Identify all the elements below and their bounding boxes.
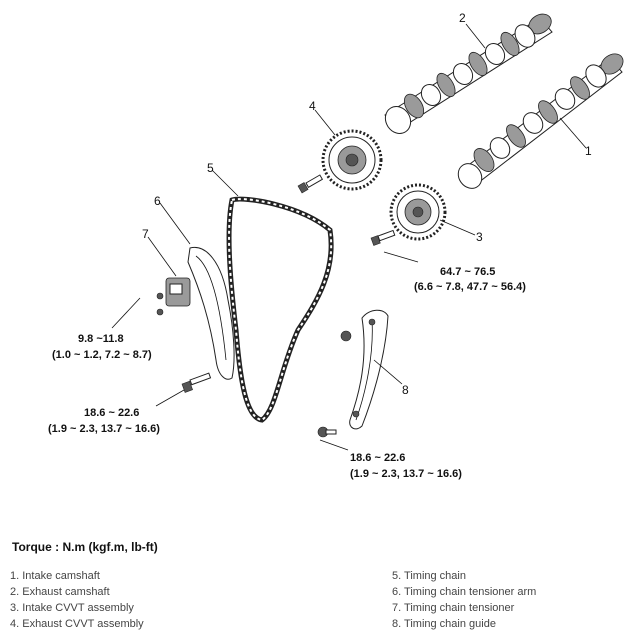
- legend-item: 1. Intake camshaft: [10, 570, 100, 582]
- timing-chain-tensioner: [156, 277, 191, 316]
- torque-intake-cvvt-line1: 64.7 ~ 76.5: [440, 266, 495, 278]
- callout-5: 5: [207, 161, 214, 175]
- timing-chain-tensioner-arm: [187, 246, 235, 380]
- cvvt-bolt-exhaust: [297, 174, 324, 194]
- legend-item: 5. Timing chain: [392, 570, 466, 582]
- torque-intake-cvvt-line2: (6.6 ~ 7.8, 47.7 ~ 56.4): [414, 281, 526, 293]
- torque-chain-guide-line2: (1.9 ~ 2.3, 13.7 ~ 16.6): [350, 468, 462, 480]
- parts-legend-left: 1. Intake camshaft 2. Exhaust camshaft 3…: [10, 568, 144, 632]
- torque-tensioner-arm-line1: 18.6 ~ 22.6: [84, 407, 139, 419]
- timing-chain-guide: [349, 309, 389, 430]
- legend-item: 6. Timing chain tensioner arm: [392, 586, 537, 598]
- timing-chain: [226, 196, 334, 423]
- callout-3: 3: [476, 230, 483, 244]
- legend-item: 4. Exhaust CVVT assembly: [10, 618, 144, 630]
- callout-7: 7: [142, 227, 149, 241]
- callout-6: 6: [154, 194, 161, 208]
- parts-legend-right: 5. Timing chain 6. Timing chain tensione…: [392, 568, 536, 632]
- chain-guide-bolt-upper: [340, 330, 352, 342]
- callout-2: 2: [459, 11, 466, 25]
- legend-item: 2. Exhaust camshaft: [10, 586, 110, 598]
- cvvt-bolt-intake: [370, 229, 396, 246]
- torque-tensioner-line1: 9.8 ~11.8: [78, 333, 124, 345]
- intake-camshaft: [457, 53, 624, 189]
- callout-8: 8: [402, 383, 409, 397]
- exhaust-camshaft: [384, 13, 553, 134]
- legend-item: 8. Timing chain guide: [392, 618, 496, 630]
- timing-system-diagram: 1 2 3 4 5 6 7 8 64.7 ~ 76.5 (6.6 ~ 7.8, …: [48, 11, 624, 480]
- tensioner-arm-bolt: [181, 372, 212, 393]
- legend-item: 7. Timing chain tensioner: [392, 602, 515, 614]
- torque-tensioner-arm-line2: (1.9 ~ 2.3, 13.7 ~ 16.6): [48, 423, 160, 435]
- callout-4: 4: [309, 99, 316, 113]
- callout-1: 1: [585, 144, 592, 158]
- intake-cvvt-assembly: [389, 183, 447, 241]
- leader-lines: [111, 23, 587, 451]
- exhaust-cvvt-assembly: [321, 129, 383, 191]
- torque-tensioner-line2: (1.0 ~ 1.2, 7.2 ~ 8.7): [52, 349, 152, 361]
- legend-item: 3. Intake CVVT assembly: [10, 602, 134, 614]
- torque-unit-heading: Torque : N.m (kgf.m, lb-ft): [12, 540, 158, 554]
- torque-chain-guide-line1: 18.6 ~ 22.6: [350, 452, 405, 464]
- chain-guide-bolt-lower: [317, 426, 337, 438]
